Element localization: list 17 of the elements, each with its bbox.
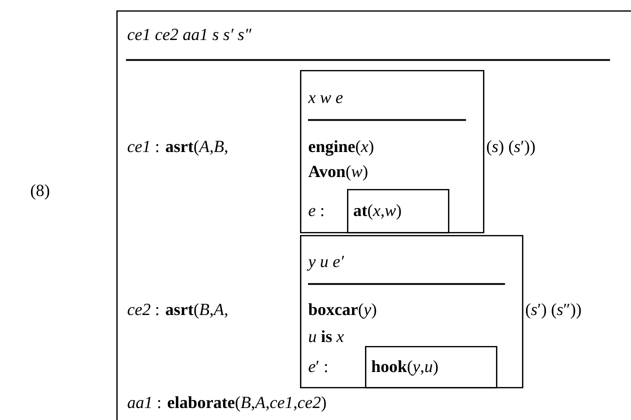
example-number: (8) xyxy=(30,184,50,200)
condition-text: Avon(w) xyxy=(308,165,368,181)
condition-text: at(x,w) xyxy=(354,204,401,220)
referent-list: x w e xyxy=(308,95,343,104)
condition-text: (s) (s′)) xyxy=(486,140,535,156)
condition-text: boxcar(y) xyxy=(308,303,376,319)
referent-list: y u e′ xyxy=(306,256,344,271)
condition-text: aa1 : elaborate(B,A,ce1,ce2) xyxy=(128,396,326,412)
condition-text: (s′) (s″)) xyxy=(526,303,581,319)
condition-text: ce2 : asrt(B,A, xyxy=(128,303,228,319)
condition-text: engine(x) xyxy=(308,140,374,156)
condition-text: ce1 : asrt(A,B, xyxy=(128,140,228,156)
condition-text: e : xyxy=(308,208,324,216)
condition-text: hook(y,u) xyxy=(372,360,438,376)
condition-text: e′ : xyxy=(308,360,327,372)
condition-text: u is x xyxy=(309,330,344,342)
referent-list: ce1 ce2 aa1 s s′ s″ xyxy=(128,28,252,40)
